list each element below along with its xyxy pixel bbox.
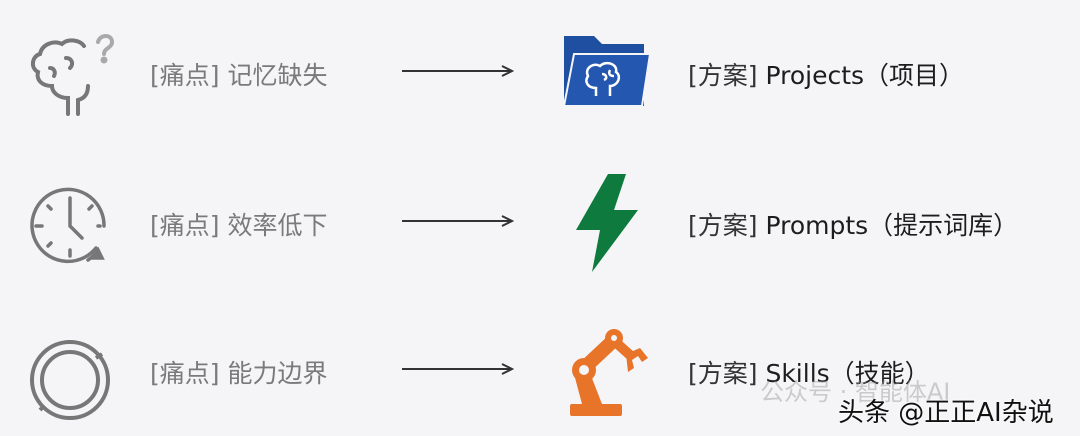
wechat-watermark: 公众号 · 智能体AI [760,378,951,406]
pain-point-label: [痛点] 能力边界 [150,359,328,388]
row-memory: [痛点] 记忆缺失 [方案] Projects（项目） [0,18,1080,128]
solution-tag: [方案] [688,61,758,90]
toutiao-watermark: 头条 @正正AI杂说 [838,398,1054,428]
robot-arm-icon [570,329,648,416]
pain-point-label: [痛点] 记忆缺失 [150,61,328,90]
solution-tag: [方案] [688,359,758,388]
solution-text: Prompts（提示词库） [757,211,1019,240]
arrow-right-icon [402,363,514,375]
solution-tag: [方案] [688,211,758,240]
solution-label: [方案] Skills（技能） [688,354,930,390]
lightning-bolt-icon [576,174,638,272]
row-capability: [痛点] 能力边界 [方案] Skills（技能） [0,316,1080,426]
solution-label: [方案] Prompts（提示词库） [688,206,1018,242]
ring-boundary-icon [30,340,110,420]
brain-question-icon [31,34,115,116]
clock-icon [30,187,106,264]
brain-folder-icon [562,36,652,107]
solution-text: Skills（技能） [757,359,930,388]
arrow-right-icon [402,215,514,227]
solution-text: Projects（项目） [757,61,965,90]
arrow-right-icon [402,65,514,77]
row-efficiency: [痛点] 效率低下 [方案] Prompts（提示词库） [0,168,1080,278]
solution-label: [方案] Projects（项目） [688,56,964,92]
pain-point-label: [痛点] 效率低下 [150,211,328,240]
